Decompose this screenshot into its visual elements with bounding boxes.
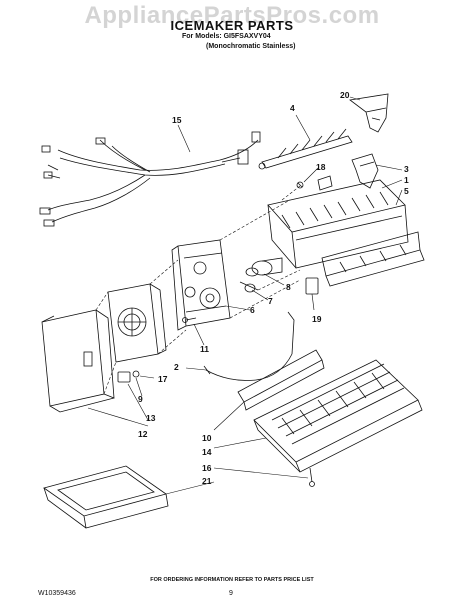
callout-labels: 20 4 15 18 3 1 5 8 7 6 19 11 17 9 2 13 1… (138, 90, 409, 486)
watermark: AppliancePartsPros.com (84, 2, 380, 29)
callout-12: 12 (138, 429, 148, 439)
screw-part-11 (182, 317, 197, 323)
leader-lines (87, 96, 403, 495)
motor-part (239, 257, 283, 293)
mounting-plate-part (107, 283, 167, 363)
control-housing-part (171, 239, 231, 331)
model-numbers: For Models: GI5FSAXVY04 (182, 33, 271, 40)
callout-7: 7 (268, 296, 273, 306)
small-cover-part-13 (117, 371, 131, 383)
ejector-part (258, 128, 353, 170)
model-variant: (Monochromatic Stainless) (206, 43, 296, 50)
callout-18: 18 (316, 162, 326, 172)
callout-1: 1 (404, 175, 409, 185)
page-number: 9 (229, 590, 233, 597)
shutoff-arm-part (203, 311, 295, 381)
ordering-note: FOR ORDERING INFORMATION REFER TO PARTS … (150, 577, 314, 583)
callout-6: 6 (250, 305, 255, 315)
clip-part (305, 277, 319, 295)
control-cover-part (41, 309, 115, 413)
callout-4: 4 (290, 103, 295, 113)
callout-14: 14 (202, 447, 212, 457)
callout-19: 19 (312, 314, 322, 324)
callout-11: 11 (200, 344, 209, 354)
callout-3: 3 (404, 164, 409, 174)
callout-16: 16 (202, 463, 212, 473)
callout-20: 20 (340, 90, 350, 100)
ice-tray-base-part (253, 359, 423, 473)
wire-harness-part (39, 131, 261, 227)
ice-bin-part (43, 465, 169, 529)
ice-mold-part (267, 175, 409, 269)
callout-15: 15 (172, 115, 182, 125)
callout-17: 17 (158, 374, 168, 384)
callout-8: 8 (286, 282, 291, 292)
callout-13: 13 (146, 413, 156, 423)
fill-cup-part (349, 93, 389, 133)
screw-part-16 (309, 467, 315, 487)
callout-2: 2 (174, 362, 179, 372)
screw-part-9 (132, 370, 140, 378)
callout-9: 9 (138, 394, 143, 404)
deflector-part (237, 349, 325, 411)
callout-5: 5 (404, 186, 409, 196)
callout-10: 10 (202, 433, 212, 443)
heater-strip-part (321, 231, 425, 287)
alignment-lines (95, 185, 301, 395)
callout-21: 21 (202, 476, 212, 486)
bracket-part (351, 153, 379, 189)
screw-part (296, 181, 304, 189)
diagram-title: ICEMAKER PARTS (170, 18, 294, 33)
document-number: W10359436 (38, 590, 76, 597)
